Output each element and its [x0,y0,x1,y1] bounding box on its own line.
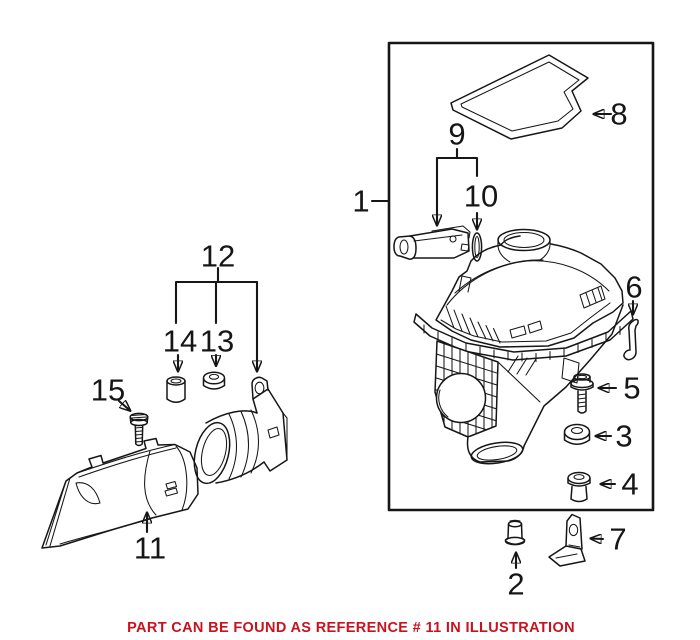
grommet-drawing [563,423,591,445]
callout-label-3: 3 [615,418,633,454]
seal-ring-drawing [471,232,483,262]
callout-bracket-lines [174,147,479,325]
callout-label-12: 12 [200,238,236,274]
screw-drawing [570,373,594,414]
callout-label-1: 1 [352,183,370,219]
callout-label-7: 7 [609,521,627,557]
callout-arrows [117,114,633,570]
callout-label-14: 14 [162,323,198,359]
callout-label-6: 6 [625,269,643,305]
air-filter-element-drawing [450,54,589,140]
flex-boot-bracket-drawing [193,376,288,485]
callout-label-11: 11 [133,530,167,566]
callout-label-8: 8 [610,96,628,132]
reference-note: PART CAN BE FOUND AS REFERENCE # 11 IN I… [127,619,575,636]
assembly-box-frame [370,41,655,512]
mounting-bracket-drawing [548,513,586,567]
callout-label-15: 15 [90,372,126,408]
spacer-sleeve-drawing [166,376,186,403]
bushing-drawing [567,471,591,503]
maf-sensor-drawing [393,225,471,260]
small-grommet-drawing [202,371,226,390]
retaining-clip-drawing [623,318,639,361]
air-cleaner-housing-drawing [413,228,634,465]
intake-duct-drawing [41,437,199,549]
callout-label-4: 4 [621,466,639,502]
callout-label-2: 2 [507,566,525,602]
callout-label-10: 10 [463,178,499,214]
callout-label-13: 13 [199,323,235,359]
callout-label-5: 5 [623,370,641,406]
rubber-cap-drawing [504,519,526,546]
small-screw-drawing [129,412,149,447]
callout-label-9: 9 [448,116,466,152]
